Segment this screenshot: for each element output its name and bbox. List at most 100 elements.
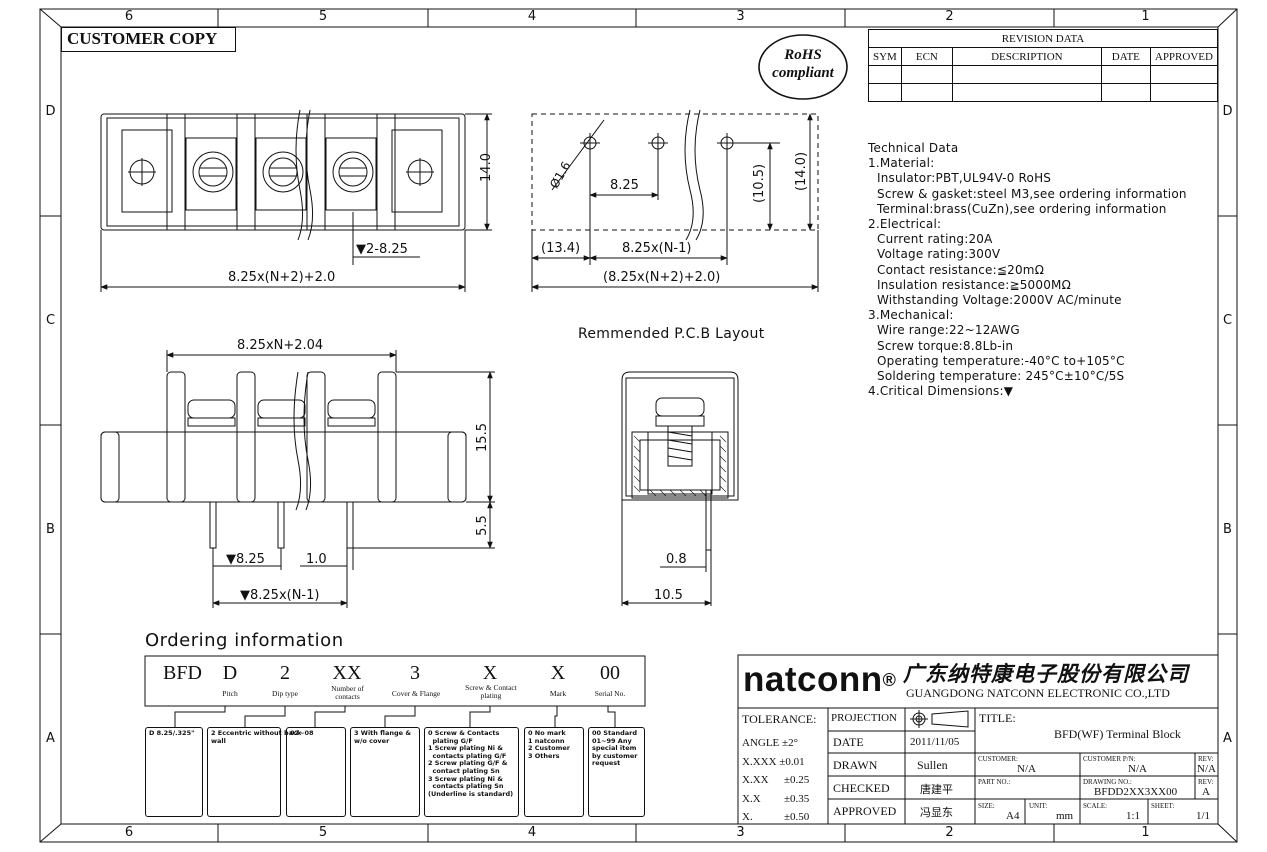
zone-top-4: 4 [527,9,537,24]
order-label-dip: Dip type [271,689,299,698]
rohs-stamp: RoHS compliant [762,46,844,82]
size-label: SIZE: [978,802,995,810]
company-logo: natconn® [743,660,896,700]
tech-line: 2.Electrical: [868,217,942,232]
dim-side-depth: 10.5 [654,588,683,603]
rev-header-date: DATE [1100,47,1151,66]
company-name-cn: 广东纳特康电子股份有限公司 [903,662,1189,686]
option-contacts: 02~08 [286,727,346,817]
zone-bottom-5: 5 [318,825,328,840]
sheet-value: 1/1 [1196,810,1211,822]
dim-top-height: 14.0 [478,153,494,182]
tech-line: Screw & gasket:steel M3,see ordering inf… [877,186,1187,201]
dim-hole-overall: (8.25x(N+2)+2.0) [603,270,721,285]
zone-top-1: 1 [1141,9,1150,24]
order-code-cover: 3 [410,662,420,684]
sheet-label: SHEET: [1151,802,1175,810]
zone-bottom-3: 3 [736,825,745,840]
rev-header-description: DESCRIPTION [951,47,1102,66]
option-dip-type: 2 Eccentric without back wall [207,727,301,817]
tech-line: Contact resistance:≦20mΩ [877,262,1045,277]
tech-line: Insulation resistance:≧5000MΩ [877,277,1071,292]
customer-copy-box: CUSTOMER COPY [61,27,236,52]
zone-bottom-4: 4 [527,825,537,840]
zone-top-3: 3 [736,9,745,24]
revision-table: REVISION DATA SYM ECN DESCRIPTION DATE A… [868,29,1219,102]
tech-line: 1.Material: [868,156,935,171]
drawing-no-label: DRAWING NO.: [1083,778,1132,786]
tech-line: 4.Critical Dimensions:▼ [868,384,1014,399]
rev-label-2: REV: [1198,778,1214,786]
dim-hole-pitch: 8.25 [610,178,639,193]
rev-label-1: REV: [1198,755,1214,763]
zone-left-b: B [46,522,55,537]
approved-value: 冯显东 [920,807,953,819]
order-code-pitch: D [222,662,238,684]
tol-key: X.XX [742,774,769,786]
tech-line: Current rating:20A [877,232,993,247]
tol-key: ANGLE [742,737,780,749]
dim-front-pitch: ▼8.25 [226,552,265,567]
technical-data-title: Technical Data [868,141,959,155]
drawing-title: BFD(WF) Terminal Block [1054,727,1181,741]
order-code-serial: 00 [600,662,620,684]
tol-value: ±2° [782,737,798,749]
tol-key: X. [742,811,753,823]
dim-top-overall: 8.25x(N+2)+2.0 [228,270,336,285]
tol-key: X.X [742,792,761,805]
dim-front-pin: 1.0 [306,552,327,567]
option-mark: 0 No mark 1 natconn 2 Customer 3 Others [524,727,584,817]
order-label-plating: Screw & Contact plating [465,683,517,700]
date-label: DATE [833,735,864,749]
zone-top-5: 5 [318,9,328,24]
tech-line: Insulator:PBT,UL94V-0 RoHS [877,171,1052,186]
date-value: 2011/11/05 [910,736,960,748]
title-label: TITLE: [979,711,1016,725]
dim-hole-105: (10.5) [752,163,768,204]
order-label-pitch: Pitch [222,689,238,698]
customer-pn-label: CUSTOMER P/N: [1083,755,1136,763]
dim-front-height: 15.5 [474,423,490,452]
dim-hole-n1: 8.25x(N-1) [622,241,692,256]
dim-hole-140: (14.0) [794,151,810,192]
rev-value-2: A [1202,786,1210,798]
tech-line: Wire range:22~12AWG [877,323,1020,338]
rohs-line1: RoHS [784,47,822,63]
option-pitch: D 8.25/.325" [145,727,203,817]
customer-label: CUSTOMER: [978,755,1018,763]
tech-line: Screw torque:8.8Lb-in [877,338,1014,353]
tol-value: ±0.35 [784,792,810,805]
zone-bottom-1: 1 [1141,825,1150,840]
order-label-mark: Mark [549,689,567,698]
order-code-plating: X [482,662,498,684]
zone-bottom-6: 6 [124,825,134,840]
tolerance-rows: ANGLE ±2° X.XXX ±0.01 X.XX±0.25 X.X±0.35… [742,734,809,827]
company-name-en: GUANGDONG NATCONN ELECTRONIC CO.,LTD [906,686,1170,700]
zone-bottom-2: 2 [945,825,954,840]
tolerance-label: TOLERANCE: [742,712,817,726]
drawn-value: Sullen [917,758,948,772]
order-code-series: BFD [163,662,202,684]
customer-copy-label: CUSTOMER COPY [67,29,218,48]
rev-header-sym: SYM [868,47,902,66]
zone-right-b: B [1223,522,1232,537]
zone-left-a: A [46,731,55,746]
zone-right-a: A [1223,731,1232,746]
tol-key: X.XXX [742,755,777,768]
unit-label: UNIT: [1029,802,1048,810]
registered-mark: ® [882,670,897,690]
drawn-label: DRAWN [833,758,878,772]
zone-right-c: C [1222,313,1233,328]
tech-line: Soldering temperature: 245°C±10°C/5S [877,369,1125,384]
rev-header-ecn: ECN [900,47,953,66]
order-label-cover: Cover & Flange [391,689,441,698]
tech-line: Terminal:brass(CuZn),see ordering inform… [877,201,1167,216]
order-label-contacts: Number of contacts [331,684,364,701]
zone-left-d: D [45,104,56,119]
option-cover-flange: 3 With flange & w/o cover [350,727,420,817]
option-serial: 00 Standard 01~99 Any special item by cu… [588,727,645,817]
drawing-no-value: BFDD2XX3XX00 [1094,786,1178,798]
tol-value: ±0.50 [784,811,810,823]
